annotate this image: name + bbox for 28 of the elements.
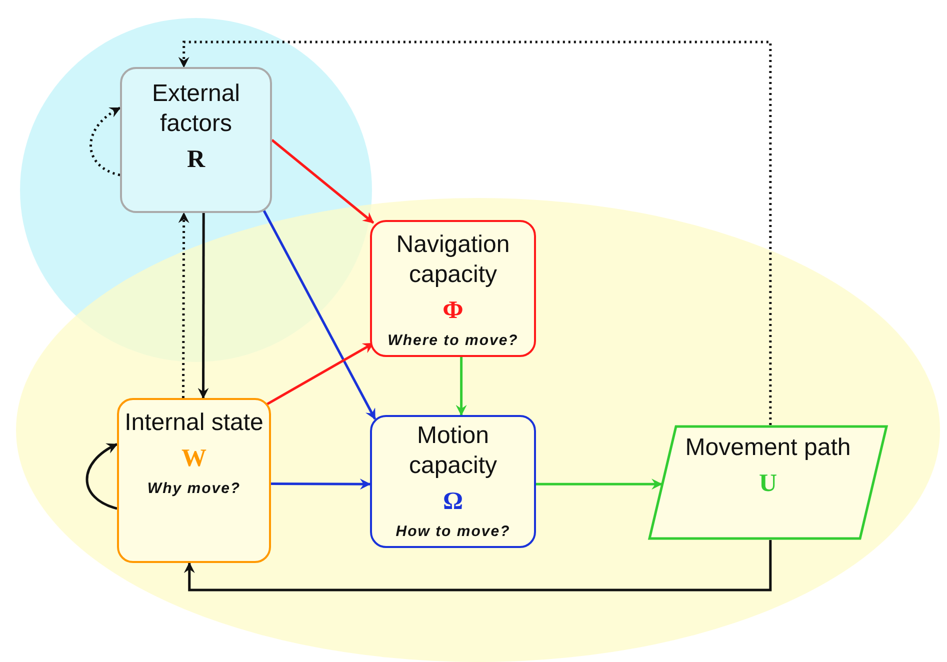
self-loop-arrow (90, 106, 121, 176)
arrow (178, 40, 772, 425)
symbol-label: U (758, 469, 778, 499)
process-box (117, 398, 271, 563)
symbol-label: W (182, 444, 206, 474)
question-text: How to move? (396, 523, 510, 540)
arrow (178, 212, 190, 398)
self-loop-arrow (86, 443, 118, 510)
arrow (271, 139, 374, 224)
arrow (198, 213, 209, 399)
process-box (120, 67, 272, 213)
symbol-label: Ω (442, 487, 464, 517)
process-box (370, 220, 536, 357)
node-title: Movement path (685, 433, 851, 463)
question-text: Where to move? (388, 332, 518, 349)
question-text: Why move? (147, 480, 241, 497)
node-title: External factors (150, 79, 242, 139)
node-title: Navigation capacity (395, 230, 511, 290)
arrow (456, 357, 467, 416)
symbol-label: R (186, 145, 206, 175)
arrow (184, 540, 772, 592)
symbol-label: Φ (442, 296, 464, 326)
arrow (536, 478, 662, 490)
node-title: Internal state (124, 408, 264, 438)
process-box (370, 415, 536, 548)
node-title: Motion capacity (408, 421, 498, 481)
arrow (262, 208, 376, 420)
arrow (271, 478, 371, 490)
